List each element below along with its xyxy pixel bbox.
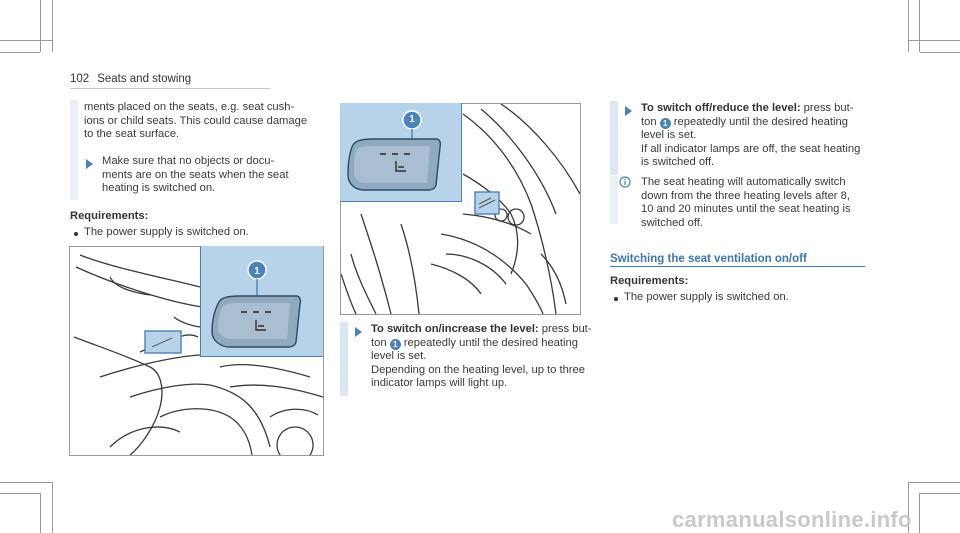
callout-1-icon: 1 xyxy=(409,114,415,125)
bullet-icon xyxy=(74,232,78,236)
step-text: repeatedly until the desired heating lev… xyxy=(371,336,585,390)
callout-1-icon: 1 xyxy=(254,266,260,277)
continuation-bar xyxy=(70,100,78,200)
step-switch-on: To switch on/increase the level: press b… xyxy=(371,323,611,391)
crop-mark xyxy=(908,40,960,41)
crop-mark xyxy=(52,482,53,533)
note-bar xyxy=(610,176,618,224)
crop-mark xyxy=(920,52,960,53)
requirements-title: Requirements: xyxy=(70,210,149,222)
crop-mark xyxy=(0,40,52,41)
section-title: Switching the seat ventilation on/off xyxy=(610,253,807,265)
step-text: press but- ton xyxy=(371,323,592,349)
step-bar xyxy=(340,322,348,396)
page-header: 102 Seats and stowing xyxy=(70,73,191,85)
instruction-text: Make sure that no objects or docu- ments… xyxy=(102,155,289,195)
section-rule xyxy=(610,266,865,267)
step-title: To switch on/increase the level: xyxy=(371,323,539,335)
crop-mark xyxy=(919,493,920,533)
triangle-arrow-icon xyxy=(355,327,362,337)
requirement-item: The power supply is switched on. xyxy=(84,226,249,238)
page-number: 102 xyxy=(70,73,90,85)
crop-mark xyxy=(40,493,41,533)
callout-1-icon: 1 xyxy=(389,338,401,350)
requirement-item: The power supply is switched on. xyxy=(624,291,789,303)
info-icon xyxy=(619,176,631,188)
crop-mark xyxy=(52,0,53,52)
section-name: Seats and stowing xyxy=(97,73,192,85)
crop-mark xyxy=(908,482,909,533)
crop-mark xyxy=(0,493,40,494)
step-bar xyxy=(610,101,618,175)
callout-1-icon: 1 xyxy=(659,117,671,129)
door-illustration xyxy=(341,104,580,314)
door-illustration xyxy=(73,254,323,455)
crop-mark xyxy=(40,0,41,52)
header-rule xyxy=(70,88,270,89)
triangle-arrow-icon xyxy=(86,159,93,169)
intro-text: ments placed on the seats, e.g. seat cus… xyxy=(84,101,308,141)
crop-mark xyxy=(908,0,909,52)
crop-mark xyxy=(0,52,40,53)
crop-mark xyxy=(908,482,960,483)
triangle-arrow-icon xyxy=(625,106,632,116)
bullet-icon xyxy=(614,297,618,301)
watermark: carmanualsonline.info xyxy=(672,507,912,532)
seat-heating-button-zoom xyxy=(347,110,442,191)
requirements-title: Requirements: xyxy=(610,275,689,287)
step-title: To switch off/reduce the level: xyxy=(641,102,801,114)
crop-mark xyxy=(919,0,920,52)
step-text: repeatedly until the desired heating lev… xyxy=(641,115,861,169)
crop-mark xyxy=(920,493,960,494)
step-switch-off: To switch off/reduce the level: press bu… xyxy=(641,102,881,170)
step-text: press but- ton xyxy=(641,102,854,128)
note-text: The seat heating will automatically swit… xyxy=(641,176,851,229)
seat-heating-button-zoom xyxy=(211,260,302,348)
crop-mark xyxy=(0,482,52,483)
